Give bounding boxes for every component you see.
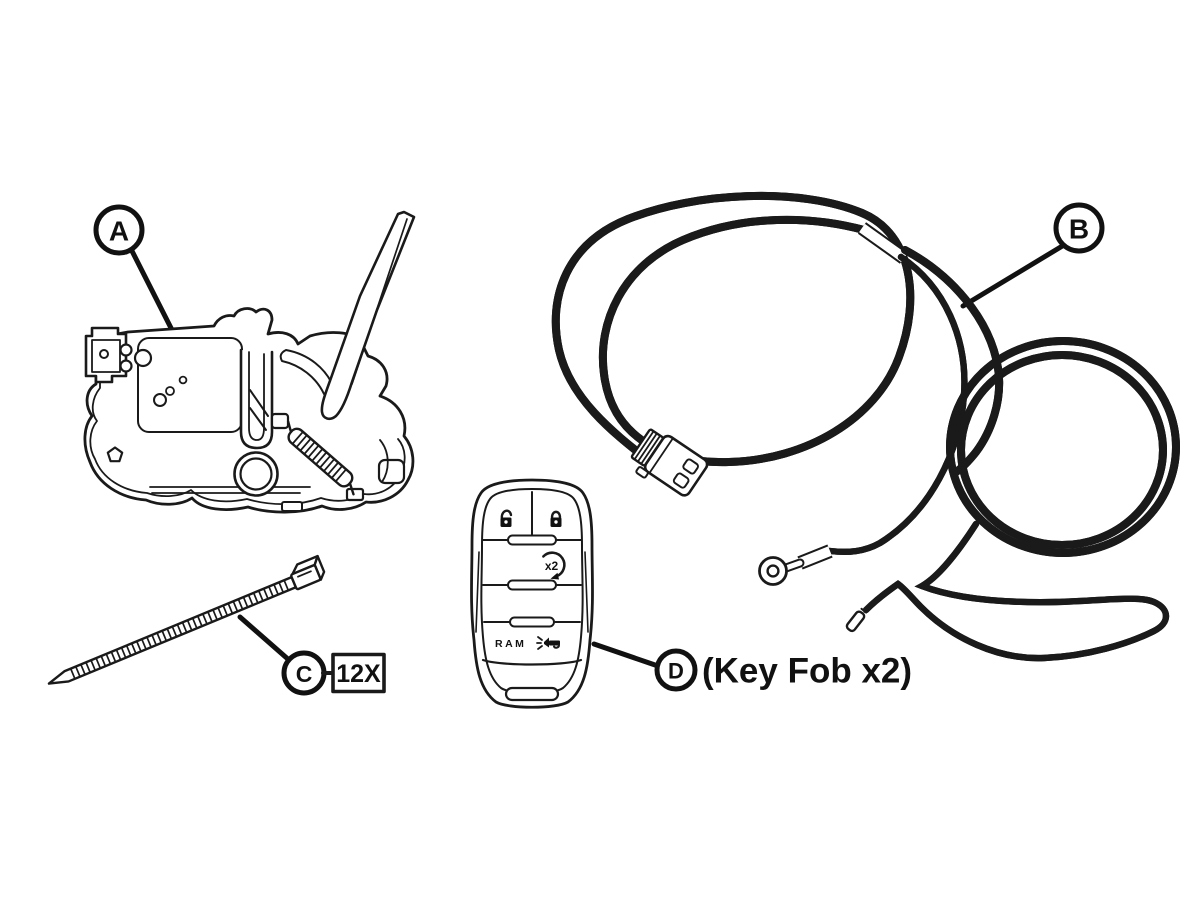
latch-inner-contour [89, 343, 406, 505]
callout-d-leader [591, 641, 661, 669]
latch-hole [153, 393, 167, 407]
latch-connector-pin [119, 359, 133, 373]
callout-a-circle [93, 204, 145, 256]
callout-d: D (Key Fob x2) [654, 648, 912, 692]
latch-release-lever [320, 210, 416, 421]
callout-a-leader [128, 246, 175, 333]
key-fob-part: x2 RAM D (Key Fob x2) [470, 478, 912, 709]
ring-terminal-hole [766, 564, 780, 578]
latch-claw-line [249, 389, 269, 431]
latch-spring [270, 412, 365, 502]
remote-start-label: x2 [545, 559, 559, 573]
cable-tie-part: C 12X [47, 554, 386, 696]
fob-side-facet [475, 551, 589, 633]
latch-connector [84, 326, 133, 384]
remote-start-x2-icon: x2 [542, 551, 566, 580]
qty-box [331, 652, 386, 694]
latch-hole [165, 386, 175, 396]
latch-bottom-tab [281, 501, 303, 512]
harness-connector [630, 428, 709, 497]
latch-hole [133, 348, 153, 368]
key-fob-note: (Key Fob x2) [702, 652, 912, 691]
fob-button-divider [507, 534, 557, 546]
hood-latch-part: A [83, 204, 416, 514]
callout-d-label: D [668, 659, 684, 684]
callout-b-leader [960, 242, 1067, 309]
wiring-harness-part: B [556, 196, 1180, 658]
callout-c-leader [237, 614, 292, 663]
fob-button-divider [507, 579, 557, 591]
horn-icon [536, 636, 560, 650]
latch-right-lobe-line [379, 439, 389, 483]
fob-button-divider [509, 616, 555, 628]
latch-hole [178, 375, 188, 385]
latch-pentagon-hole [106, 446, 124, 463]
callout-d-circle [654, 648, 698, 692]
callout-b: B [1053, 202, 1105, 254]
latch-striker-channel-inner [248, 351, 265, 441]
fob-brand-label: RAM [495, 638, 526, 650]
fob-lanyard-slot [504, 686, 560, 702]
callout-a-label: A [109, 216, 129, 247]
latch-striker-ring-inner [239, 457, 273, 491]
callout-b-circle [1053, 202, 1105, 254]
callout-a: A [93, 204, 145, 256]
wire-end-terminal [845, 607, 868, 633]
latch-connector-pin [119, 343, 133, 357]
qty-label: 12X [336, 660, 381, 688]
callout-c: C 12X [281, 650, 386, 696]
callout-c-label: C [296, 661, 313, 687]
key-fob-body [470, 478, 594, 709]
latch-curved-slot [279, 349, 335, 395]
unlock-padlock-icon [500, 509, 513, 527]
callout-b-label: B [1069, 214, 1089, 245]
cable-tie [47, 554, 326, 685]
lock-padlock-icon [550, 510, 562, 527]
